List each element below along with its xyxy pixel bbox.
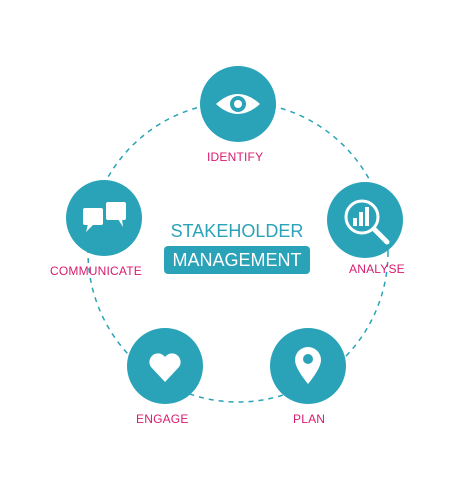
stage-engage-node xyxy=(127,328,203,404)
stage-label-identify: IDENTIFY xyxy=(207,150,264,164)
title-line-1: STAKEHOLDER xyxy=(170,221,304,241)
stage-plan-node xyxy=(270,328,346,404)
location-pin-icon xyxy=(295,347,321,384)
stage-label-plan: PLAN xyxy=(293,412,326,426)
stage-communicate-node xyxy=(66,180,142,256)
eye-icon xyxy=(216,94,260,114)
stage-analyse-node xyxy=(327,182,403,258)
title-box: MANAGEMENT xyxy=(164,246,310,274)
stage-label-analyse: ANALYSE xyxy=(349,262,405,276)
speech-bubbles-icon xyxy=(83,202,126,232)
stage-label-communicate: COMMUNICATE xyxy=(50,264,142,278)
heart-icon xyxy=(149,353,181,382)
title-line-2: MANAGEMENT xyxy=(172,250,302,270)
magnifier-chart-icon xyxy=(344,199,390,245)
stage-identify-node xyxy=(200,66,276,142)
stage-label-engage: ENGAGE xyxy=(136,412,189,426)
